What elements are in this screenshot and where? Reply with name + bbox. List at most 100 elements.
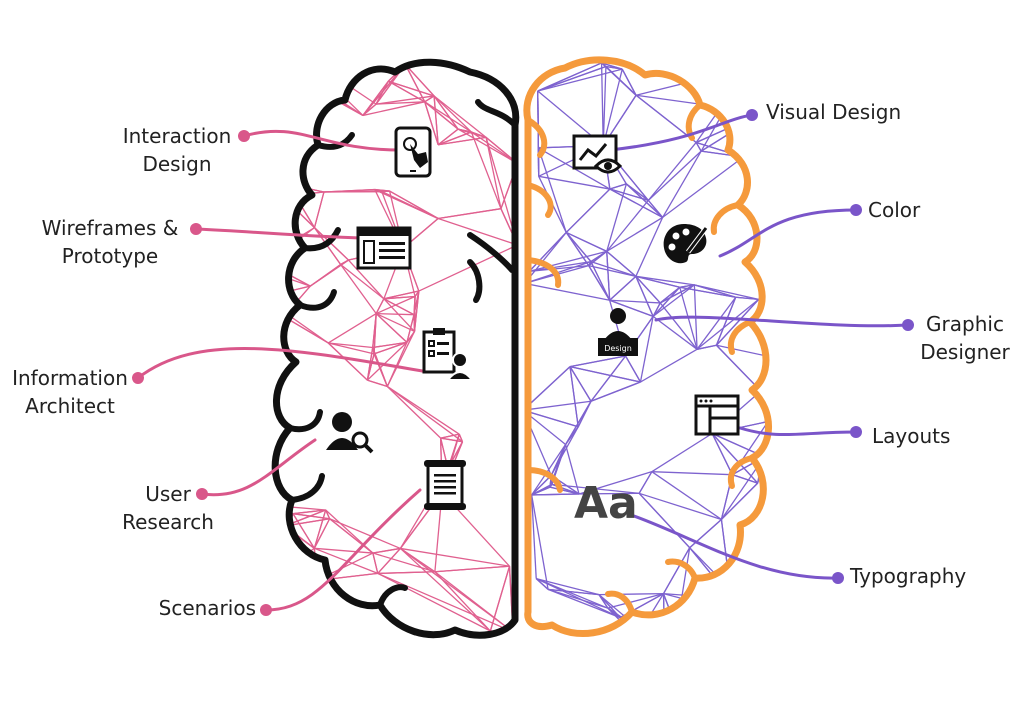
label-line: Scenarios <box>130 594 256 622</box>
mesh-line <box>387 386 462 441</box>
left-fold <box>470 262 479 300</box>
mesh-line <box>779 359 783 383</box>
mesh-line <box>252 504 285 526</box>
mesh-line <box>566 401 591 444</box>
mesh-line <box>268 263 284 316</box>
mesh-line <box>387 386 459 434</box>
mesh-line <box>732 599 759 619</box>
left-fold <box>290 412 320 429</box>
mesh-line <box>252 504 272 578</box>
mesh-line <box>643 629 676 644</box>
mesh-line <box>641 630 643 644</box>
typography-glyph: Aa <box>574 478 638 529</box>
mesh-line <box>641 630 643 644</box>
mesh-line <box>275 624 325 644</box>
mesh-line <box>665 629 677 644</box>
label-line: Wireframes & <box>30 214 190 242</box>
user-search-icon <box>326 412 372 452</box>
mesh-line <box>272 606 275 645</box>
mesh-line <box>652 434 712 472</box>
tablet-touch-icon <box>396 128 430 176</box>
right-connector-dot <box>832 572 844 584</box>
mesh-line <box>749 67 763 113</box>
mesh-line <box>252 504 285 526</box>
label-wireframes-prototype: Wireframes & Prototype <box>30 214 190 270</box>
label-line: Designer <box>910 338 1020 366</box>
mesh-line <box>282 184 288 196</box>
mesh-line <box>641 629 677 630</box>
mesh-line <box>296 51 297 73</box>
mesh-line <box>297 72 299 80</box>
mesh-line <box>779 383 782 416</box>
mesh-line <box>252 266 310 286</box>
mesh-line <box>268 263 284 316</box>
label-line: Information <box>6 364 134 392</box>
mesh-line <box>272 606 275 645</box>
chart-eye-icon <box>574 136 620 172</box>
mesh-line <box>367 380 387 386</box>
mesh-line <box>273 51 296 63</box>
mesh-line <box>272 577 317 580</box>
mesh-line <box>641 629 677 630</box>
mesh-line <box>652 472 722 520</box>
mesh-line <box>384 299 414 315</box>
mesh-line <box>749 67 763 113</box>
mesh-line <box>602 63 604 146</box>
mesh-line <box>570 367 591 402</box>
mesh-line <box>419 245 518 291</box>
mesh-line <box>282 184 288 196</box>
label-color: Color <box>868 196 920 224</box>
label-interaction-design: Interaction Design <box>112 122 242 178</box>
mesh-line <box>653 285 694 317</box>
label-information-architect: Information Architect <box>6 364 134 420</box>
mesh-line <box>570 356 626 367</box>
mesh-line <box>252 266 284 317</box>
mesh-line <box>660 285 694 303</box>
connector-dots <box>132 109 914 616</box>
mesh-line <box>603 69 622 145</box>
right-connector <box>656 317 908 326</box>
mesh-line <box>268 184 288 263</box>
label-line: Architect <box>6 392 134 420</box>
mesh-line <box>779 359 780 416</box>
mesh-line <box>606 67 636 96</box>
mesh-line <box>712 434 732 475</box>
left-fold <box>300 292 334 308</box>
mesh-line <box>779 359 783 383</box>
mesh-line <box>263 263 268 297</box>
mesh-line <box>296 51 299 81</box>
mesh-line <box>387 331 414 386</box>
mesh-line <box>297 72 299 80</box>
mesh-line <box>779 383 782 416</box>
mesh-line <box>636 276 660 303</box>
mesh-line <box>690 548 759 619</box>
label-line: Prototype <box>30 242 190 270</box>
label-line: Graphic <box>910 310 1020 338</box>
mesh-line <box>400 548 435 571</box>
label-line: Visual Design <box>766 98 901 126</box>
mesh-line <box>376 314 414 315</box>
mesh-line <box>665 619 759 644</box>
mesh-line <box>275 641 298 644</box>
mesh-line <box>273 51 296 63</box>
mesh-line <box>626 356 641 382</box>
mesh-line <box>603 67 606 146</box>
mesh-line <box>272 577 317 580</box>
label-line: Design <box>112 150 242 178</box>
mesh-line <box>275 624 325 644</box>
mesh-line <box>551 445 565 476</box>
mesh-line <box>314 192 323 228</box>
mesh-line <box>282 192 324 196</box>
mesh-line <box>607 200 649 251</box>
mesh-line <box>257 143 283 197</box>
mesh-line <box>273 63 299 80</box>
mesh-line <box>525 283 610 300</box>
mesh-line <box>607 251 610 300</box>
mesh-line <box>298 624 325 642</box>
mesh-line <box>273 63 297 73</box>
mesh-line <box>257 143 288 185</box>
mesh-line <box>257 143 288 185</box>
mesh-line <box>263 297 283 316</box>
mesh-line <box>272 526 285 577</box>
right-connector-dot <box>746 109 758 121</box>
